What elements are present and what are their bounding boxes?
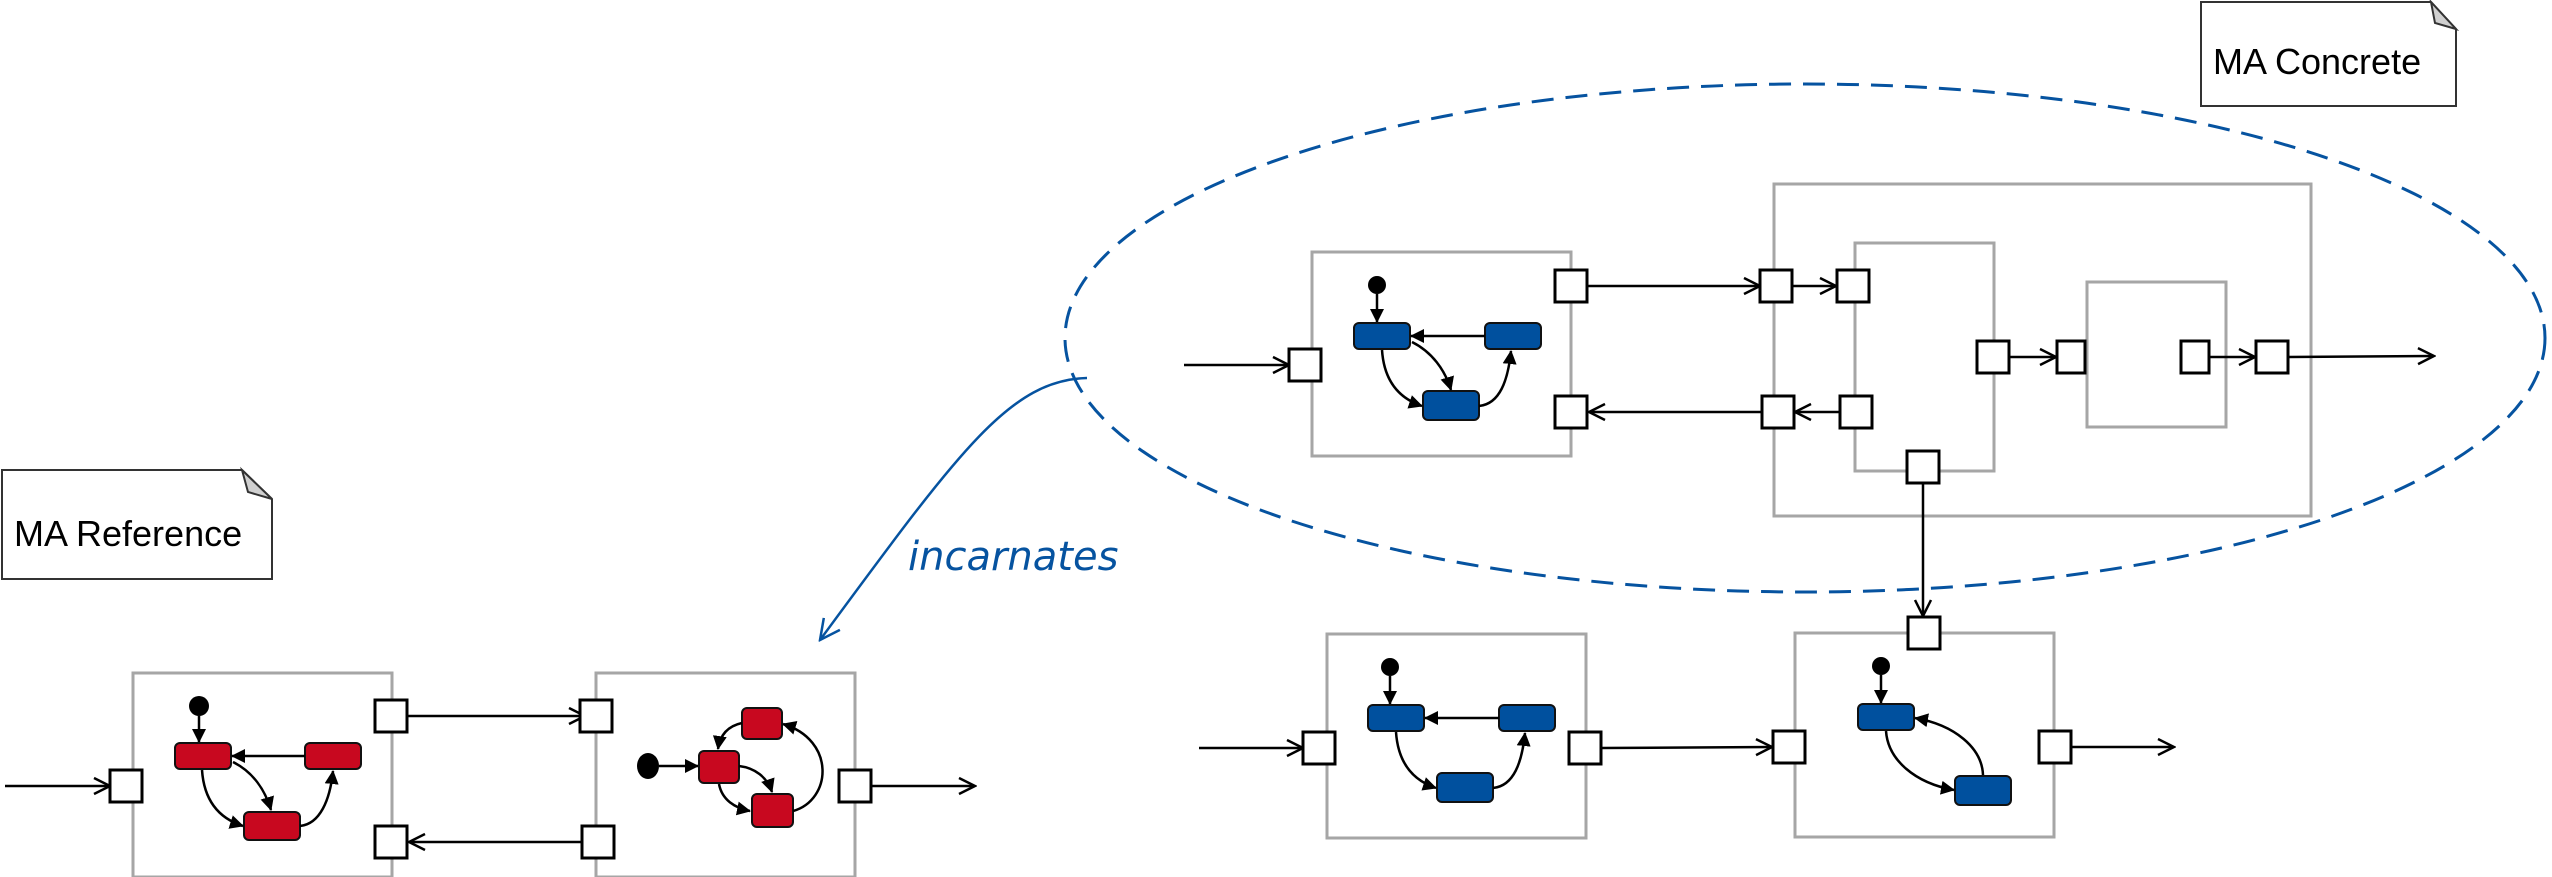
reference-port-b-in: [578, 698, 614, 734]
reference-port-a-ret: [373, 824, 409, 860]
concrete-composite-component: [1772, 182, 2313, 518]
reference-initial-state-a: [189, 696, 209, 716]
reference-port-a-in: [108, 768, 144, 804]
reference-component-a: [131, 671, 394, 877]
concrete-state-1c: [1422, 390, 1480, 421]
concrete-output-wire: [2287, 356, 2434, 357]
concrete-inner-component-1: [1853, 241, 1996, 473]
concrete-port-3-top: [1906, 615, 1942, 651]
concrete-state-3b: [1954, 775, 2012, 806]
concrete-initial-state-1: [1368, 276, 1386, 294]
concrete-state-3a: [1857, 703, 1915, 731]
concrete-port-3-in: [1771, 729, 1807, 765]
concrete-port-1-out: [1553, 268, 1589, 304]
concrete-component-3: [1793, 631, 2056, 839]
concrete-port-2-out: [1567, 730, 1603, 766]
reference-port-a-out: [373, 698, 409, 734]
concrete-inner1-port-in: [1835, 268, 1871, 304]
concrete-state-2a: [1367, 704, 1425, 732]
incarnates-label: incarnates: [908, 534, 1118, 580]
reference-architecture: [5, 671, 975, 877]
concrete-inner2-port-in: [2055, 339, 2087, 375]
concrete-state-1b: [1484, 322, 1542, 350]
reference-state-b2: [741, 707, 783, 740]
concrete-inner1-port-out: [1975, 339, 2011, 375]
concrete-inner2-port-out: [2179, 339, 2211, 375]
concrete-state-2c: [1436, 772, 1494, 803]
concrete-inner1-port-down: [1905, 449, 1941, 485]
concrete-state-1a: [1353, 322, 1411, 350]
concrete-port-1-in: [1287, 347, 1323, 383]
concrete-port-3-out: [2037, 729, 2073, 765]
concrete-architecture: [1184, 182, 2434, 840]
concrete-port-2-in: [1301, 730, 1337, 766]
note-ma-reference: MA Reference: [1, 466, 273, 580]
concrete-initial-state-2: [1381, 658, 1399, 676]
reference-port-b-ret: [580, 824, 616, 860]
reference-state-a1: [174, 742, 232, 770]
concrete-composite-port-out: [2254, 339, 2290, 375]
concrete-state-2b: [1498, 704, 1556, 732]
reference-initial-state-b: [637, 753, 659, 779]
incarnates-arrow: [820, 376, 1088, 640]
reference-port-b-out: [837, 768, 873, 804]
concrete-component-1: [1310, 250, 1573, 458]
concrete-port-1-ret: [1553, 394, 1589, 430]
reference-state-b1: [698, 750, 740, 784]
concrete-scope-ellipse: [1063, 82, 2547, 594]
concrete-composite-port-in: [1758, 268, 1794, 304]
concrete-inner1-port-ret: [1838, 394, 1874, 430]
concrete-inner-component-2: [2085, 280, 2228, 429]
note-ma-concrete: MA Concrete: [2200, 0, 2460, 107]
concrete-initial-state-3: [1872, 657, 1890, 675]
reference-state-a2: [304, 742, 362, 770]
concrete-component-2: [1325, 632, 1588, 840]
reference-state-a3: [243, 811, 301, 841]
note-ma-reference-label: MA Reference: [14, 513, 242, 554]
concrete-composite-port-ret: [1760, 394, 1796, 430]
note-ma-concrete-label: MA Concrete: [2213, 41, 2421, 82]
reference-state-b3: [751, 793, 794, 828]
